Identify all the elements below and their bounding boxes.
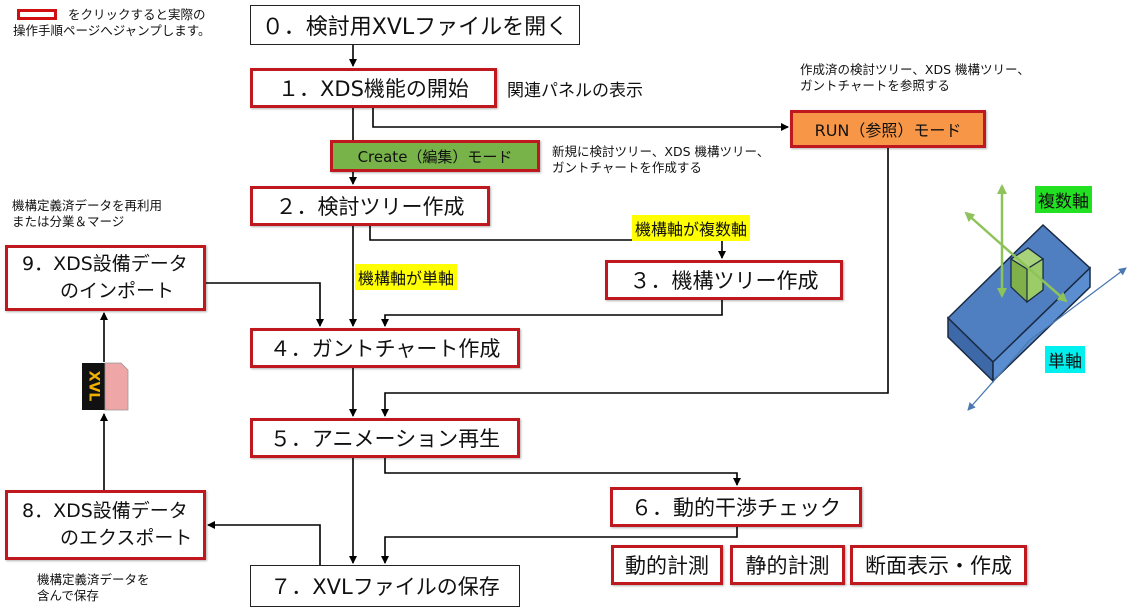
- create-note-line-1: 新規に検討ツリー、XDS 機構ツリー、: [552, 144, 770, 159]
- create-mode-label: Create（編集）モード: [357, 147, 513, 166]
- related-panel-label: 関連パネルの表示: [507, 81, 643, 101]
- arrow-2-3: [369, 226, 726, 259]
- step-8-label-1: 8．XDS設備データ: [22, 500, 188, 522]
- legend-line-2: 操作手順ページへジャンプします。: [13, 23, 211, 38]
- multi-axis-condition: 機構軸が複数軸: [632, 215, 751, 241]
- arrow-5-6: [384, 458, 741, 486]
- step-3-label: ３．機構ツリー作成: [629, 269, 819, 293]
- dynamic-measure-label: 動的計測: [625, 554, 709, 578]
- run-mode-label: RUN（参照）モード: [814, 121, 962, 140]
- dynamic-measure-button[interactable]: 動的計測: [611, 545, 723, 585]
- run-note-line-2: ガントチャートを参照する: [800, 78, 950, 93]
- static-measure-label: 静的計測: [745, 554, 830, 578]
- step-3-mechanism-tree[interactable]: ３．機構ツリー作成: [605, 260, 843, 300]
- create-mode-note: 新規に検討ツリー、XDS 機構ツリー、 ガントチャートを作成する: [552, 144, 769, 176]
- arrow-9-4: [206, 282, 324, 327]
- step-4-gantt-chart[interactable]: ４．ガントチャート作成: [250, 328, 520, 368]
- legend-red-box-sample: [17, 9, 57, 20]
- run-note-line-1: 作成済の検討ツリー、XDS 機構ツリー、: [800, 62, 1030, 77]
- arrow-6-7: [381, 527, 738, 564]
- run-mode-note: 作成済の検討ツリー、XDS 機構ツリー、 ガントチャートを参照する: [800, 62, 1030, 94]
- arrow-7-8: [207, 521, 321, 565]
- step-5-animation[interactable]: ５．アニメーション再生: [250, 418, 520, 458]
- step-6-label: ６．動的干渉チェック: [631, 496, 841, 520]
- step-9-import[interactable]: 9．XDS設備データ のインポート: [5, 245, 206, 311]
- create-mode-button[interactable]: Create（編集）モード: [330, 140, 540, 172]
- single-axis-label: 単軸: [1045, 346, 1085, 373]
- reuse-note: 機構定義済データを再利用 または分業＆マージ: [12, 198, 162, 230]
- step-8-export[interactable]: 8．XDS設備データ のエクスポート: [5, 490, 206, 560]
- single-axis-condition: 機構軸が単軸: [355, 264, 458, 290]
- step-9-label-2: のインポート: [60, 280, 175, 302]
- step-0-open-file[interactable]: ０．検討用XVLファイルを開く: [250, 5, 580, 45]
- arrow-run-5: [381, 148, 889, 417]
- step-2-review-tree[interactable]: ２．検討ツリー作成: [250, 186, 490, 226]
- legend-text: をクリックすると実際の 操作手順ページへジャンプします。: [13, 7, 211, 39]
- step-0-label: ０．検討用XVLファイルを開く: [261, 15, 569, 40]
- step-9-label-1: 9．XDS設備データ: [22, 253, 188, 275]
- arrow-1-run: [372, 108, 789, 131]
- step-1-start-xds[interactable]: １．XDS機能の開始: [250, 68, 497, 108]
- axis-illustration: [946, 184, 1127, 411]
- step-6-interference-check[interactable]: ６．動的干渉チェック: [610, 487, 862, 527]
- step-8-label-2: のエクスポート: [60, 527, 193, 549]
- legend-line-1: をクリックすると実際の: [68, 7, 206, 22]
- svg-text:XVL: XVL: [86, 371, 102, 402]
- step-2-label: ２．検討ツリー作成: [275, 195, 465, 219]
- reuse-note-line-1: 機構定義済データを再利用: [12, 198, 163, 213]
- section-view-button[interactable]: 断面表示・作成: [850, 545, 1027, 585]
- save-note-line-2: 含んで保存: [37, 588, 99, 603]
- step-4-label: ４．ガントチャート作成: [269, 337, 501, 361]
- reuse-note-line-2: または分業＆マージ: [12, 214, 125, 229]
- step-7-save-xvl[interactable]: ７．XVLファイルの保存: [250, 565, 520, 607]
- section-view-label: 断面表示・作成: [865, 554, 1012, 578]
- save-note-line-1: 機構定義済データを: [37, 572, 150, 587]
- arrow-3-4: [381, 300, 723, 327]
- step-1-label: １．XDS機能の開始: [278, 77, 469, 101]
- create-note-line-2: ガントチャートを作成する: [552, 160, 702, 175]
- run-mode-button[interactable]: RUN（参照）モード: [790, 110, 986, 148]
- step-5-label: ５．アニメーション再生: [269, 427, 501, 451]
- xvl-file-icon: XVL: [82, 362, 129, 411]
- static-measure-button[interactable]: 静的計測: [730, 545, 845, 585]
- save-note: 機構定義済データを 含んで保存: [37, 572, 150, 604]
- step-7-label: ７．XVLファイルの保存: [270, 575, 500, 599]
- multi-axis-label: 複数軸: [1035, 186, 1092, 213]
